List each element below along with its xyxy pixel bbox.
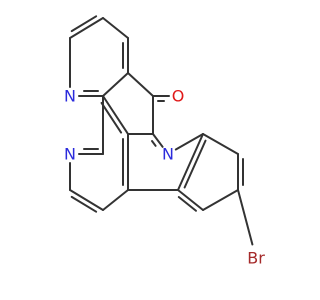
bond-3 — [70, 15, 98, 33]
atom-label-o1: O — [172, 87, 185, 106]
atom-br1: Br — [247, 249, 265, 268]
atom-label-br1: Br — [247, 249, 265, 268]
molecule-structure: N N N O Br — [64, 15, 265, 268]
bond-4 — [102, 17, 129, 39]
bond-28 — [174, 133, 204, 151]
atom-label-n2: N — [64, 145, 76, 164]
atom-o1: O — [172, 87, 185, 106]
bond-35 — [202, 189, 239, 211]
bond-21 — [69, 189, 104, 211]
bond-36 — [177, 189, 204, 211]
atom-label-n1: N — [64, 87, 76, 106]
bond-layer — [69, 15, 254, 246]
bond-30 — [183, 139, 207, 189]
bond-10 — [127, 72, 154, 97]
bond-29 — [177, 133, 204, 191]
atom-n1: N — [64, 87, 76, 106]
bond-14 — [100, 101, 123, 134]
bond-32 — [202, 133, 239, 155]
bond-38 — [237, 189, 254, 246]
bond-27 — [151, 140, 157, 147]
atom-n3: N — [162, 145, 174, 164]
bond-7 — [102, 72, 129, 97]
bond-13 — [102, 95, 129, 135]
bond-22 — [70, 195, 98, 213]
bond-2 — [69, 17, 104, 39]
bond-37 — [177, 196, 197, 212]
bond-23 — [102, 189, 129, 211]
bond-26 — [152, 133, 164, 148]
atom-label-n3: N — [162, 145, 174, 164]
atom-label-layer: N N N O Br — [64, 87, 265, 268]
atom-n2: N — [64, 145, 76, 164]
